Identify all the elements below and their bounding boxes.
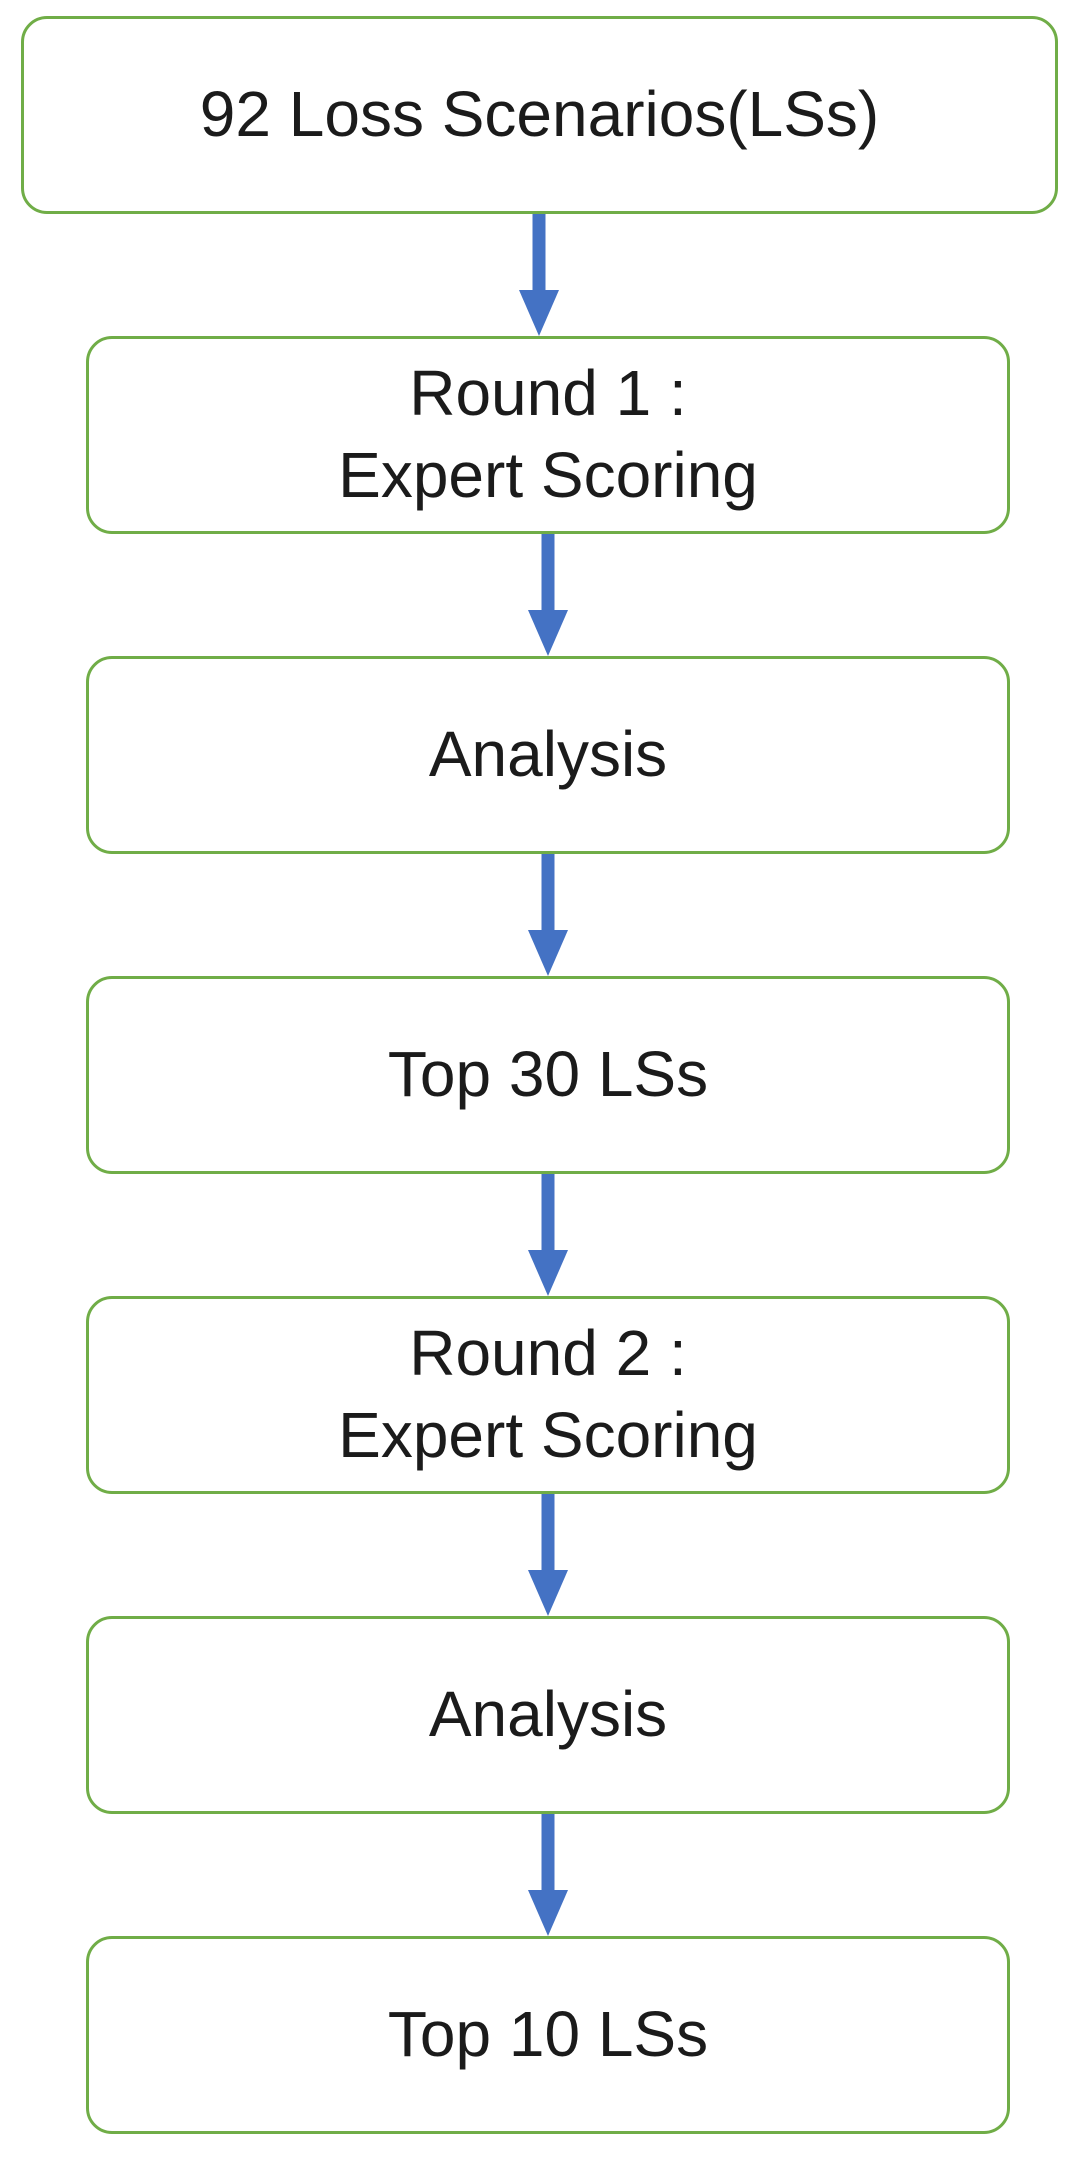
- flow-node-label: Top 10 LSs: [387, 1998, 709, 2071]
- arrow-down-icon: [526, 534, 570, 656]
- flow-node-label: Analysis: [428, 718, 668, 791]
- arrow-down-icon: [526, 1174, 570, 1296]
- flow-node-label: Top 30 LSs: [387, 1038, 709, 1111]
- flow-node-label: Round 2 : Expert Scoring: [338, 1317, 758, 1471]
- flow-node-analysis-2: Analysis: [86, 1616, 1010, 1814]
- flow-node-analysis-1: Analysis: [86, 656, 1010, 854]
- arrow-down-icon: [517, 214, 561, 336]
- flow-node-loss-scenarios: 92 Loss Scenarios(LSs): [21, 16, 1058, 214]
- arrow-down-icon: [526, 1494, 570, 1616]
- arrow-down-icon: [526, 1814, 570, 1936]
- flow-node-label: 92 Loss Scenarios(LSs): [199, 78, 880, 151]
- flow-node-label: Analysis: [428, 1678, 668, 1751]
- flow-node-top-30-lss: Top 30 LSs: [86, 976, 1010, 1174]
- flow-node-round2-expert-scoring: Round 2 : Expert Scoring: [86, 1296, 1010, 1494]
- arrow-down-icon: [526, 854, 570, 976]
- flow-node-round1-expert-scoring: Round 1 : Expert Scoring: [86, 336, 1010, 534]
- flow-node-label: Round 1 : Expert Scoring: [338, 357, 758, 511]
- flow-node-top-10-lss: Top 10 LSs: [86, 1936, 1010, 2134]
